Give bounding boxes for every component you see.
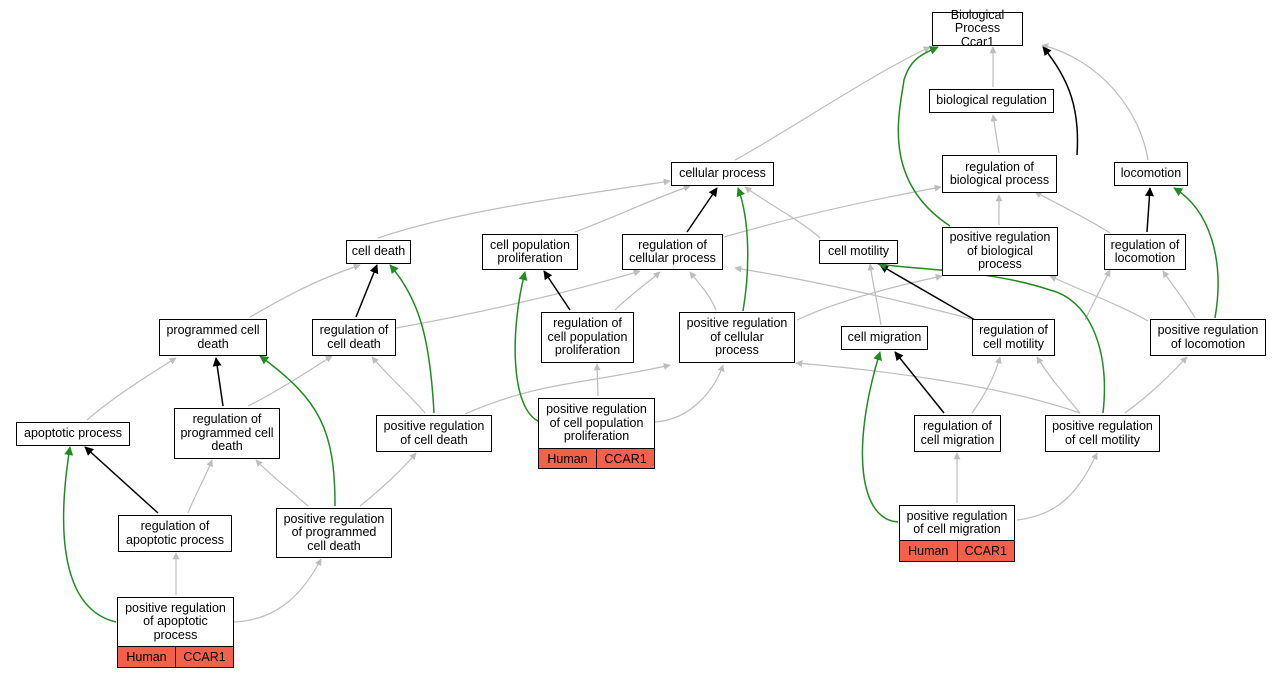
regulates-edge bbox=[879, 264, 976, 321]
regulates-edge bbox=[355, 264, 379, 318]
is-a-edge bbox=[744, 186, 821, 239]
is-a-edge bbox=[233, 558, 322, 623]
positively-regulates-edge bbox=[897, 46, 951, 227]
is-a-edge bbox=[1084, 269, 1111, 321]
is-a-edge bbox=[187, 459, 213, 514]
regulates-edge bbox=[543, 270, 571, 311]
node-positive-regulation-of-cell-motility[interactable]: positive regulation of cell motility bbox=[1045, 415, 1160, 452]
regulates-edge bbox=[686, 187, 718, 233]
annotation-gene: CCAR1 bbox=[596, 449, 654, 468]
node-root[interactable]: Biological Process Ccar1 bbox=[932, 8, 1023, 49]
regulates-edge bbox=[1144, 187, 1154, 233]
is-a-edge bbox=[255, 459, 309, 507]
regulates-edge bbox=[212, 357, 224, 407]
is-a-edge bbox=[614, 271, 661, 311]
is-a-edge bbox=[990, 114, 1000, 154]
is-a-edge bbox=[654, 364, 725, 423]
is-a-edge bbox=[574, 184, 691, 233]
annotation-species: Human bbox=[126, 650, 167, 664]
node-positive-regulation-of-programmed-cell-death[interactable]: positive regulation of programmed cell d… bbox=[276, 508, 392, 558]
node-regulation-of-locomotion[interactable]: regulation of locomotion bbox=[1104, 234, 1186, 270]
is-a-edge bbox=[1016, 452, 1098, 521]
positively-regulates-edge bbox=[62, 446, 117, 623]
is-a-edge bbox=[464, 363, 671, 415]
regulates-edge bbox=[894, 351, 945, 414]
node-programmed-cell-death[interactable]: programmed cell death bbox=[159, 319, 267, 356]
node-locomotion[interactable]: locomotion bbox=[1114, 162, 1188, 186]
is-a-edge bbox=[593, 363, 601, 397]
node-cell-population-proliferation[interactable]: cell population proliferation bbox=[482, 234, 578, 270]
is-a-edge bbox=[377, 178, 671, 239]
is-a-edge bbox=[795, 360, 1081, 414]
is-a-edge bbox=[1034, 191, 1111, 234]
node-regulation-of-cellular-process[interactable]: regulation of cellular process bbox=[622, 234, 723, 270]
positively-regulates-edge bbox=[514, 271, 541, 423]
node-cell-death[interactable]: cell death bbox=[346, 240, 411, 264]
node-regulation-of-cell-death[interactable]: regulation of cell death bbox=[312, 319, 396, 356]
is-a-edge bbox=[249, 263, 361, 318]
positively-regulates-edge bbox=[259, 355, 336, 507]
annotation-species: Human bbox=[547, 451, 588, 466]
node-positive-regulation-of-cell-migration[interactable]: positive regulation of cell migration bbox=[899, 505, 1015, 541]
edge-layer bbox=[62, 43, 1219, 623]
annotation-gene: CCAR1 bbox=[956, 541, 1015, 561]
is-a-edge bbox=[971, 356, 1002, 414]
is-a-edge bbox=[734, 265, 976, 321]
is-a-edge bbox=[247, 355, 333, 407]
node-positive-regulation-of-cellular-process[interactable]: positive regulation of cellular process bbox=[679, 312, 795, 363]
positively-regulates-edge bbox=[736, 187, 749, 312]
is-a-edge bbox=[1041, 43, 1149, 161]
node-positive-regulation-of-cell-death[interactable]: positive regulation of cell death bbox=[376, 415, 492, 452]
annotation-species: Human bbox=[908, 544, 949, 558]
annotation-proliferation: Human CCAR1 bbox=[538, 449, 655, 469]
node-regulation-of-cell-population-proliferation[interactable]: regulation of cell population proliferat… bbox=[541, 312, 634, 363]
node-apoptotic-process[interactable]: apoptotic process bbox=[16, 422, 130, 446]
node-positive-regulation-of-cell-population-proliferation[interactable]: positive regulation of cell population p… bbox=[538, 398, 655, 449]
regulates-edge bbox=[1042, 46, 1079, 156]
node-cell-motility[interactable]: cell motility bbox=[819, 240, 898, 264]
is-a-edge bbox=[1162, 270, 1196, 319]
node-biological-regulation[interactable]: biological regulation bbox=[929, 89, 1054, 113]
positively-regulates-edge bbox=[389, 264, 435, 414]
positively-regulates-edge bbox=[861, 351, 899, 523]
is-a-edge bbox=[1049, 275, 1149, 322]
node-positive-regulation-of-apoptotic-process[interactable]: positive regulation of apoptotic process bbox=[117, 597, 234, 647]
is-a-edge bbox=[796, 273, 943, 321]
regulates-edge bbox=[84, 446, 159, 514]
is-a-edge bbox=[395, 269, 641, 329]
is-a-edge bbox=[689, 271, 717, 311]
node-positive-regulation-of-locomotion[interactable]: positive regulation of locomotion bbox=[1150, 319, 1266, 356]
node-regulation-of-biological-process[interactable]: regulation of biological process bbox=[942, 155, 1057, 193]
is-a-edge bbox=[867, 263, 882, 326]
node-regulation-of-apoptotic-process[interactable]: regulation of apoptotic process bbox=[118, 515, 232, 552]
annotation-apoptotic: Human CCAR1 bbox=[117, 647, 234, 668]
annotation-gene: CCAR1 bbox=[175, 647, 233, 667]
annotation-migration: Human CCAR1 bbox=[899, 541, 1015, 562]
node-cellular-process[interactable]: cellular process bbox=[671, 162, 774, 186]
node-positive-regulation-of-biological-process[interactable]: positive regulation of biological proces… bbox=[942, 227, 1058, 276]
is-a-edge bbox=[1036, 356, 1081, 414]
is-a-edge bbox=[86, 357, 177, 421]
node-regulation-of-programmed-cell-death[interactable]: regulation of programmed cell death bbox=[174, 408, 280, 459]
is-a-edge bbox=[734, 46, 931, 161]
is-a-edge bbox=[359, 452, 417, 507]
positively-regulates-edge bbox=[1173, 187, 1219, 319]
positively-regulates-edge bbox=[877, 260, 1106, 414]
node-regulation-of-cell-migration[interactable]: regulation of cell migration bbox=[914, 415, 1001, 452]
is-a-edge bbox=[371, 356, 426, 414]
node-cell-migration[interactable]: cell migration bbox=[841, 326, 928, 350]
node-regulation-of-cell-motility[interactable]: regulation of cell motility bbox=[972, 319, 1055, 356]
is-a-edge bbox=[1124, 356, 1188, 414]
